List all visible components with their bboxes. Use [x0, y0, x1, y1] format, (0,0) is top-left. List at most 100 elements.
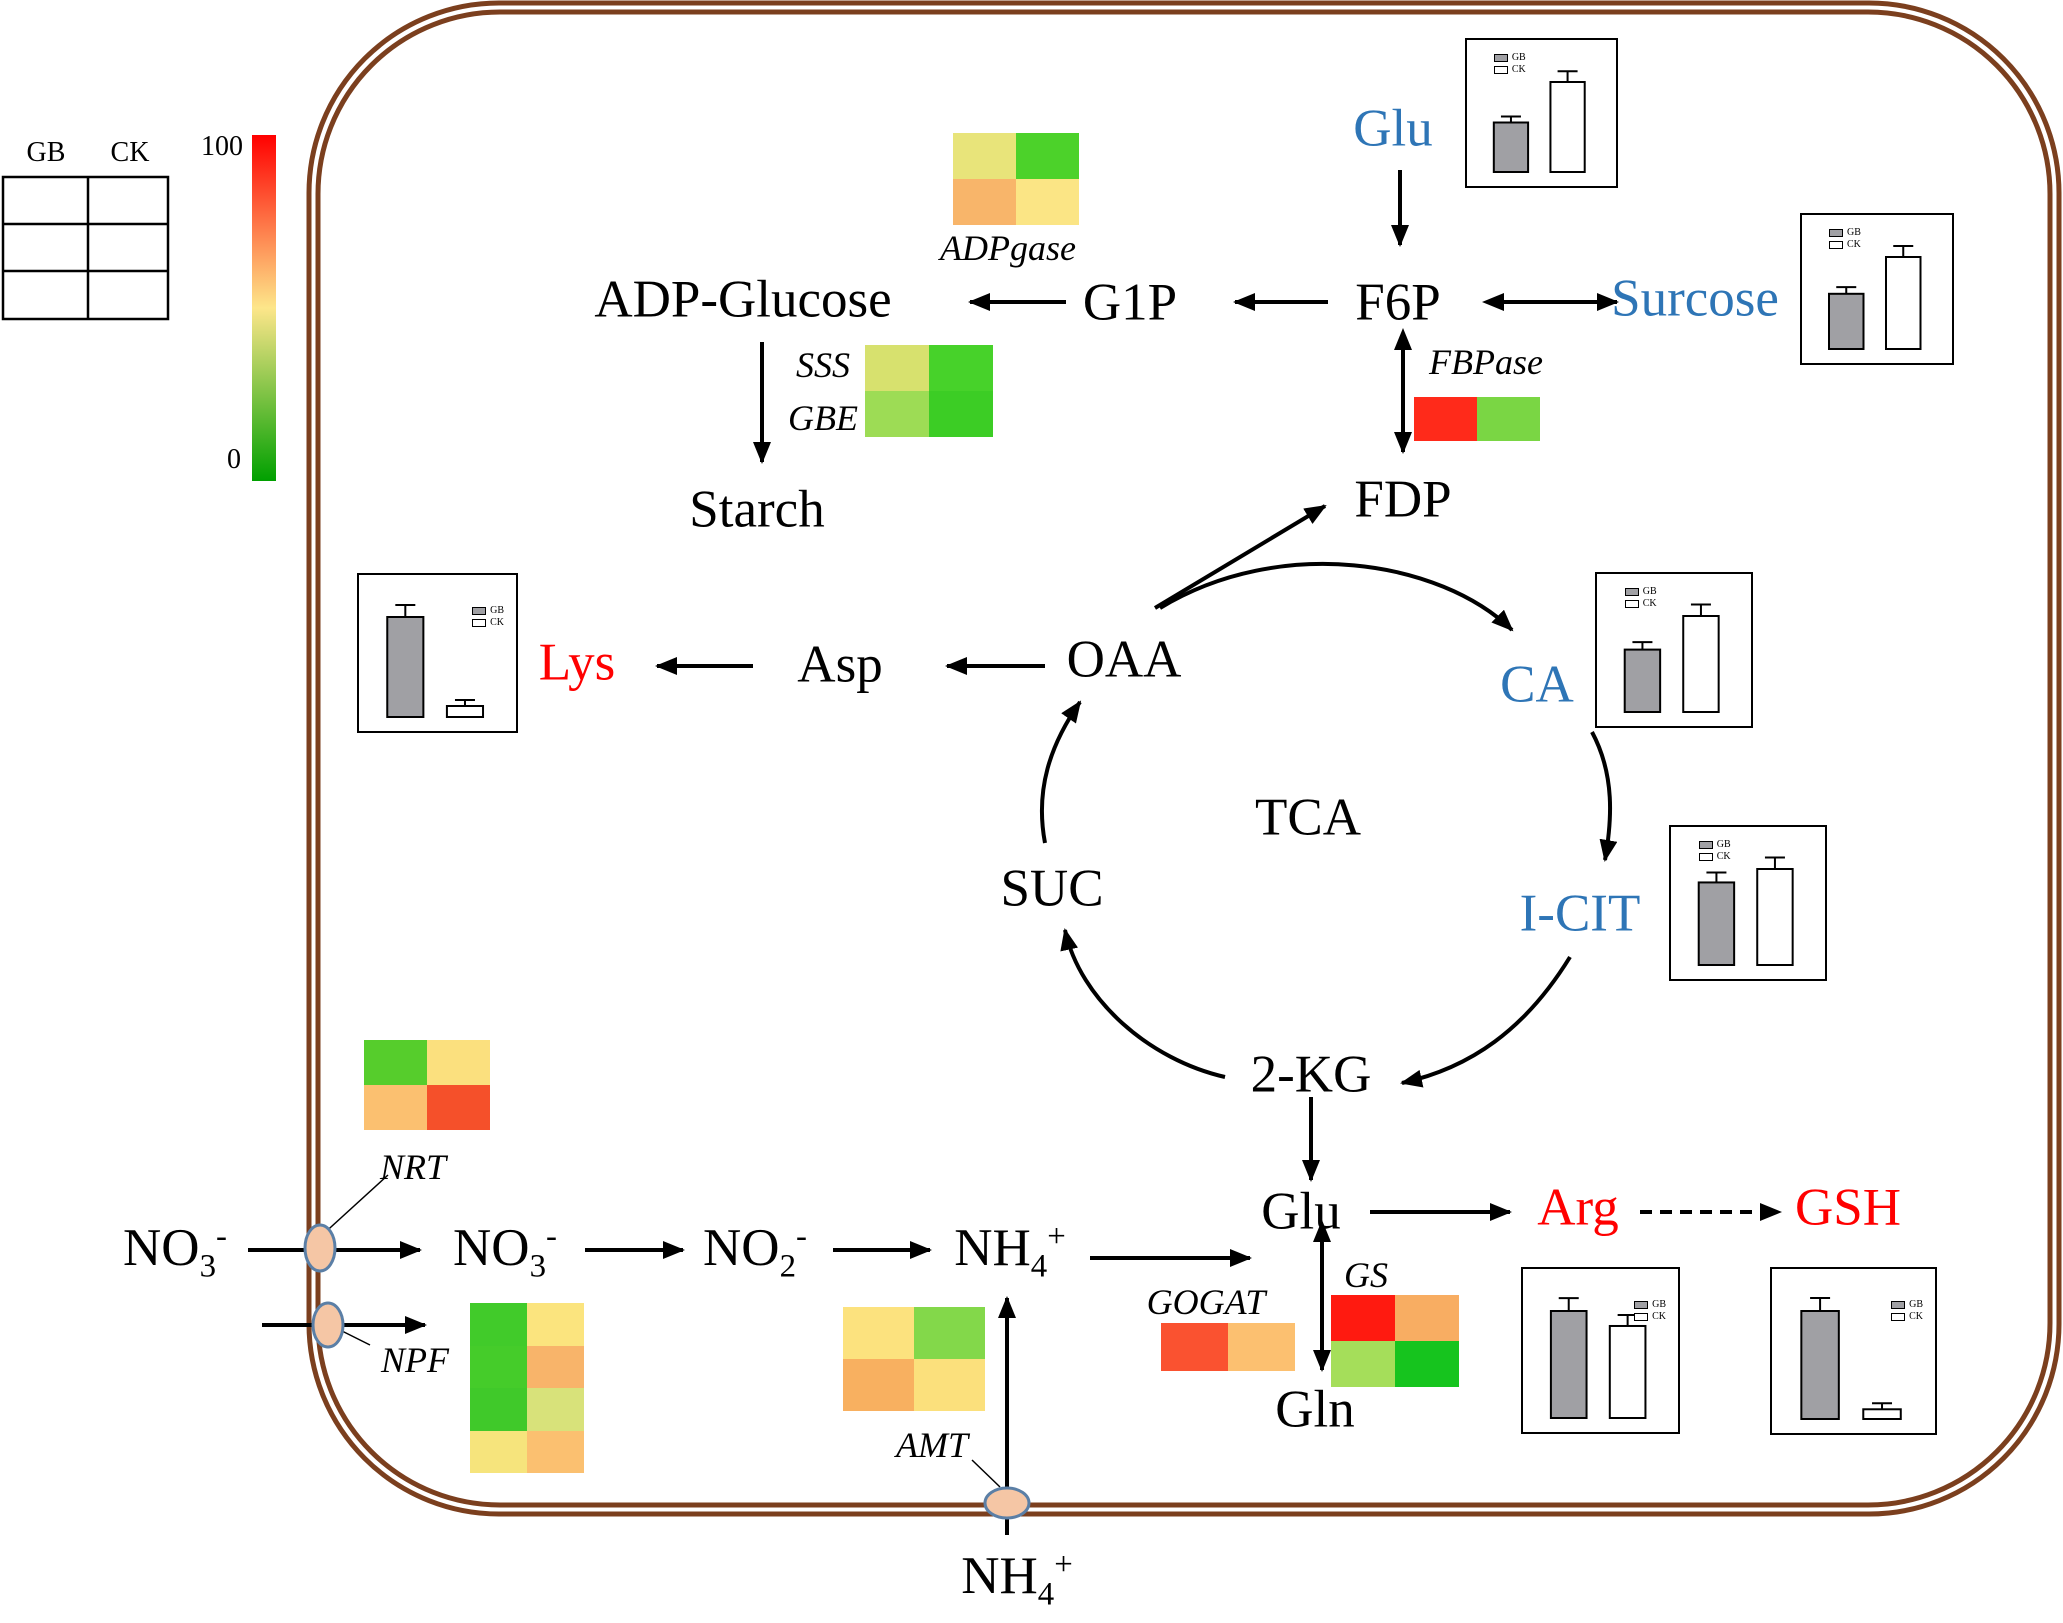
color-scale-bar — [252, 135, 276, 481]
heatmap-npf — [470, 1303, 584, 1473]
heatmap-adpgase — [953, 133, 1079, 225]
bar-legend-ck: CK — [1634, 1311, 1666, 1323]
legend-text: GB — [1642, 586, 1657, 597]
bar-ck — [1862, 1408, 1902, 1420]
heatmap-gs — [1331, 1295, 1459, 1387]
enzyme-nrt-label: NRT — [379, 1147, 447, 1187]
heatmap-cell — [1414, 397, 1477, 441]
heatmap-gogat — [1161, 1323, 1295, 1371]
heatmap-cell — [427, 1085, 490, 1130]
legend-swatch — [1493, 65, 1508, 74]
heatmap-cell — [865, 345, 929, 391]
heatmap-cell — [843, 1359, 914, 1411]
heatmap-cell — [470, 1388, 527, 1431]
enzyme-adpgase-label: ADPgase — [940, 228, 1076, 268]
npf-transporter — [311, 1301, 345, 1349]
bar-legend-gb: GB — [1634, 1299, 1666, 1311]
bar-plot — [386, 604, 485, 718]
metabolite-surcose: Surcose — [1611, 269, 1779, 328]
bar-gb — [386, 616, 425, 718]
bar-legend-gb: GB — [1698, 839, 1731, 851]
heatmap-cell — [865, 391, 929, 437]
heatmap-cell — [953, 133, 1016, 179]
metabolite-f6p: F6P — [1355, 273, 1441, 332]
legend-text: CK — [1847, 239, 1861, 250]
bar-ck — [1549, 81, 1586, 173]
bar-legend-gb: GB — [1829, 227, 1861, 239]
legend-text: CK — [1511, 64, 1526, 75]
legend-grid — [1, 175, 170, 321]
legend-swatch — [1829, 240, 1843, 249]
ion-nh4-internal: NH4+ — [954, 1218, 1066, 1285]
heatmap-cell — [929, 391, 993, 437]
pathway-tca-label: TCA — [1255, 788, 1361, 847]
heatmap-cell — [1331, 1341, 1395, 1387]
heatmap-cell — [527, 1388, 584, 1431]
metabolite-adp-glucose: ADP-Glucose — [594, 270, 892, 329]
amt-pointer — [971, 1459, 1001, 1488]
legend-text: GB — [1716, 839, 1731, 850]
heatmap-cell — [470, 1303, 527, 1346]
scale-min-label: 0 — [227, 444, 241, 475]
heatmap-cell — [1395, 1295, 1459, 1341]
heatmap-cell — [527, 1345, 584, 1388]
heatmap-cell — [929, 345, 993, 391]
bar-gb — [1800, 1310, 1840, 1420]
bar-plot — [1697, 856, 1794, 966]
bar-ck — [1682, 615, 1720, 713]
metabolite-2-kg: 2-KG — [1250, 1045, 1372, 1104]
legend-text: CK — [1909, 1311, 1923, 1322]
ion-no3-external: NO3- — [123, 1218, 227, 1285]
legend-gb-header: GB — [26, 137, 66, 168]
legend-swatch — [1624, 587, 1639, 596]
heatmap-cell — [843, 1307, 914, 1359]
metabolite-gln: Gln — [1275, 1380, 1355, 1439]
legend-swatch — [472, 606, 487, 615]
heatmap-sss-gbe — [865, 345, 993, 437]
bar-legend-gb: GB — [1624, 586, 1657, 598]
arrow-ca-icit — [1590, 731, 1618, 862]
heatmap-cell — [1477, 397, 1540, 441]
heatmap-cell — [1016, 133, 1079, 179]
arrow-icit-2kg — [1400, 955, 1572, 1088]
legend-text: CK — [490, 617, 504, 628]
bar-ck — [1885, 256, 1922, 350]
heatmap-cell — [1331, 1295, 1395, 1341]
heatmap-cell — [1161, 1323, 1228, 1371]
bar-legend-ck: CK — [1829, 239, 1861, 251]
heatmap-cell — [1395, 1341, 1459, 1387]
legend-text: GB — [1847, 227, 1861, 238]
ion-no3-internal: NO3- — [453, 1218, 557, 1285]
enzyme-amt-label: AMT — [896, 1425, 968, 1465]
legend-swatch — [472, 618, 487, 627]
heatmap-cell — [1016, 179, 1079, 225]
metabolite-lys: Lys — [538, 633, 616, 692]
bar-legend-gb: GB — [472, 605, 504, 617]
nrt-transporter — [303, 1223, 337, 1273]
legend-text: GB — [1652, 1299, 1666, 1310]
legend-swatch — [1634, 1300, 1649, 1309]
legend-text: CK — [1716, 851, 1731, 862]
enzyme-gbe-label: GBE — [788, 398, 858, 438]
legend-text: GB — [490, 605, 504, 616]
bar-legend-ck: CK — [1891, 1311, 1923, 1323]
metabolite-g1p: G1P — [1082, 273, 1178, 332]
bar-gb — [1549, 1310, 1588, 1419]
heatmap-cell — [1228, 1323, 1295, 1371]
legend-swatch — [1634, 1312, 1649, 1321]
metabolite-arg: Arg — [1537, 1178, 1619, 1237]
bar-plot — [1623, 603, 1720, 713]
legend-ck-header: CK — [110, 137, 150, 168]
legend-text: CK — [1642, 598, 1657, 609]
metabolite-oaa: OAA — [1066, 630, 1182, 689]
legend-text: GB — [1909, 1299, 1923, 1310]
metabolite-i-cit: I-CIT — [1519, 884, 1641, 943]
metabolite-ca: CA — [1500, 655, 1574, 714]
